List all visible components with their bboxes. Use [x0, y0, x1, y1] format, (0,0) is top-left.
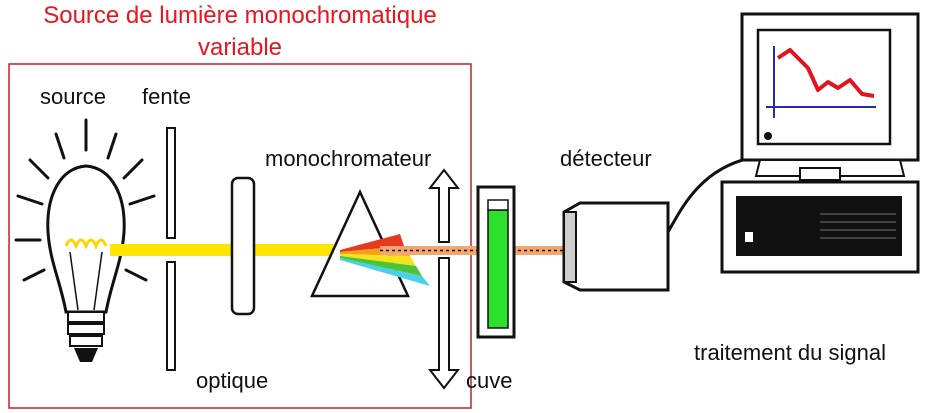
wavelength-selector-arrow — [427, 168, 461, 390]
label-monochromateur: monochromateur — [265, 146, 432, 171]
label-traitement-du-signal: traitement du signal — [694, 340, 886, 365]
monochromatic-beam — [380, 246, 570, 255]
label-detecteur: détecteur — [560, 146, 652, 171]
label-fente: fente — [142, 84, 191, 109]
diagram-title-line2: variable — [197, 34, 283, 61]
detector — [562, 201, 670, 292]
signal-cable — [666, 156, 751, 233]
slit — [166, 127, 176, 371]
label-cuve: cuve — [466, 368, 513, 393]
optical-lens — [230, 176, 256, 316]
source-frame — [8, 63, 472, 409]
diagram-title-line1: Source de lumière monochromatique — [43, 2, 437, 29]
label-source: source — [40, 84, 107, 109]
computer-monitor — [740, 12, 920, 181]
white-light-beam — [110, 244, 338, 256]
cuvette — [476, 185, 516, 339]
lamp-bulb — [46, 164, 126, 362]
label-optique: optique — [196, 368, 269, 393]
light-rays — [14, 118, 156, 282]
computer-case — [720, 180, 920, 274]
